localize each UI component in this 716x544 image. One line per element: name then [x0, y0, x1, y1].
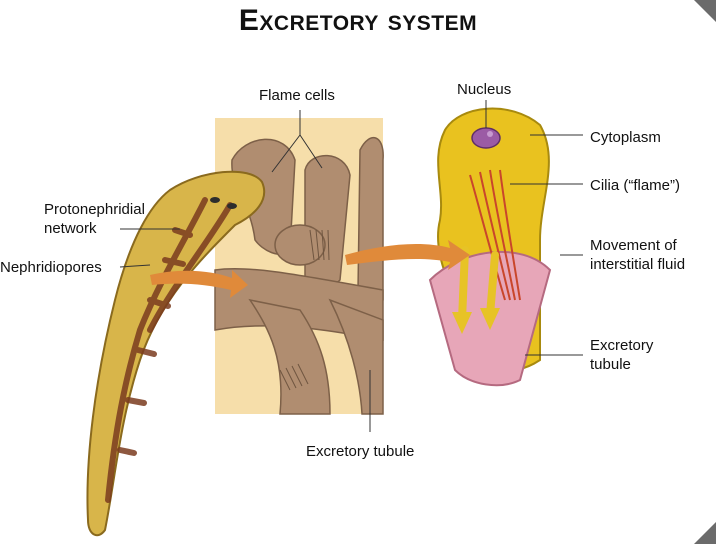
connector-arrows	[150, 240, 470, 298]
leader-lines	[119, 100, 583, 432]
label-excretory-tubule-bottom: Excretory tubule	[306, 443, 415, 460]
label-nephridiopores: Nephridiopores	[0, 259, 102, 276]
slide-corner-top	[694, 0, 716, 22]
label-movement-of-fluid: Movement of interstitial fluid	[590, 236, 685, 274]
fluid-arrow-1	[458, 246, 469, 324]
label-excretory-tubule-right: Excretory tubule	[590, 336, 653, 374]
flame-cell-detail	[428, 107, 552, 387]
worm-network	[105, 197, 233, 503]
label-flame-cells: Flame cells	[259, 87, 335, 104]
eyespot-left-icon	[210, 197, 220, 203]
label-protonephridial-network: Protonephridial network	[44, 200, 145, 238]
worm-body	[86, 170, 265, 537]
label-cilia: Cilia (“flame”)	[590, 177, 680, 194]
label-protonephridial-line1: Protonephridial	[44, 201, 145, 218]
label-excretory-tubule-right-line2: tubule	[590, 356, 631, 373]
label-cytoplasm: Cytoplasm	[590, 129, 661, 146]
page-title: Excretory system	[238, 4, 478, 37]
nucleus-icon	[471, 127, 501, 149]
cilia-marks	[279, 229, 330, 391]
cilia-flame	[469, 169, 521, 301]
slide-corner-bottom	[694, 522, 716, 544]
label-movement-line2: interstitial fluid	[590, 256, 686, 273]
label-movement-line1: Movement of	[590, 237, 677, 254]
fluid-arrow-2	[486, 251, 499, 319]
label-excretory-tubule-right-line1: Excretory	[590, 337, 654, 354]
label-nucleus: Nucleus	[457, 81, 512, 98]
eyespot-right-icon	[227, 203, 237, 209]
label-protonephridial-line2: network	[44, 220, 97, 237]
flatworm	[86, 170, 265, 537]
arrow-worm-to-tissue	[150, 270, 248, 298]
arrow-tissue-to-cell	[345, 240, 470, 270]
